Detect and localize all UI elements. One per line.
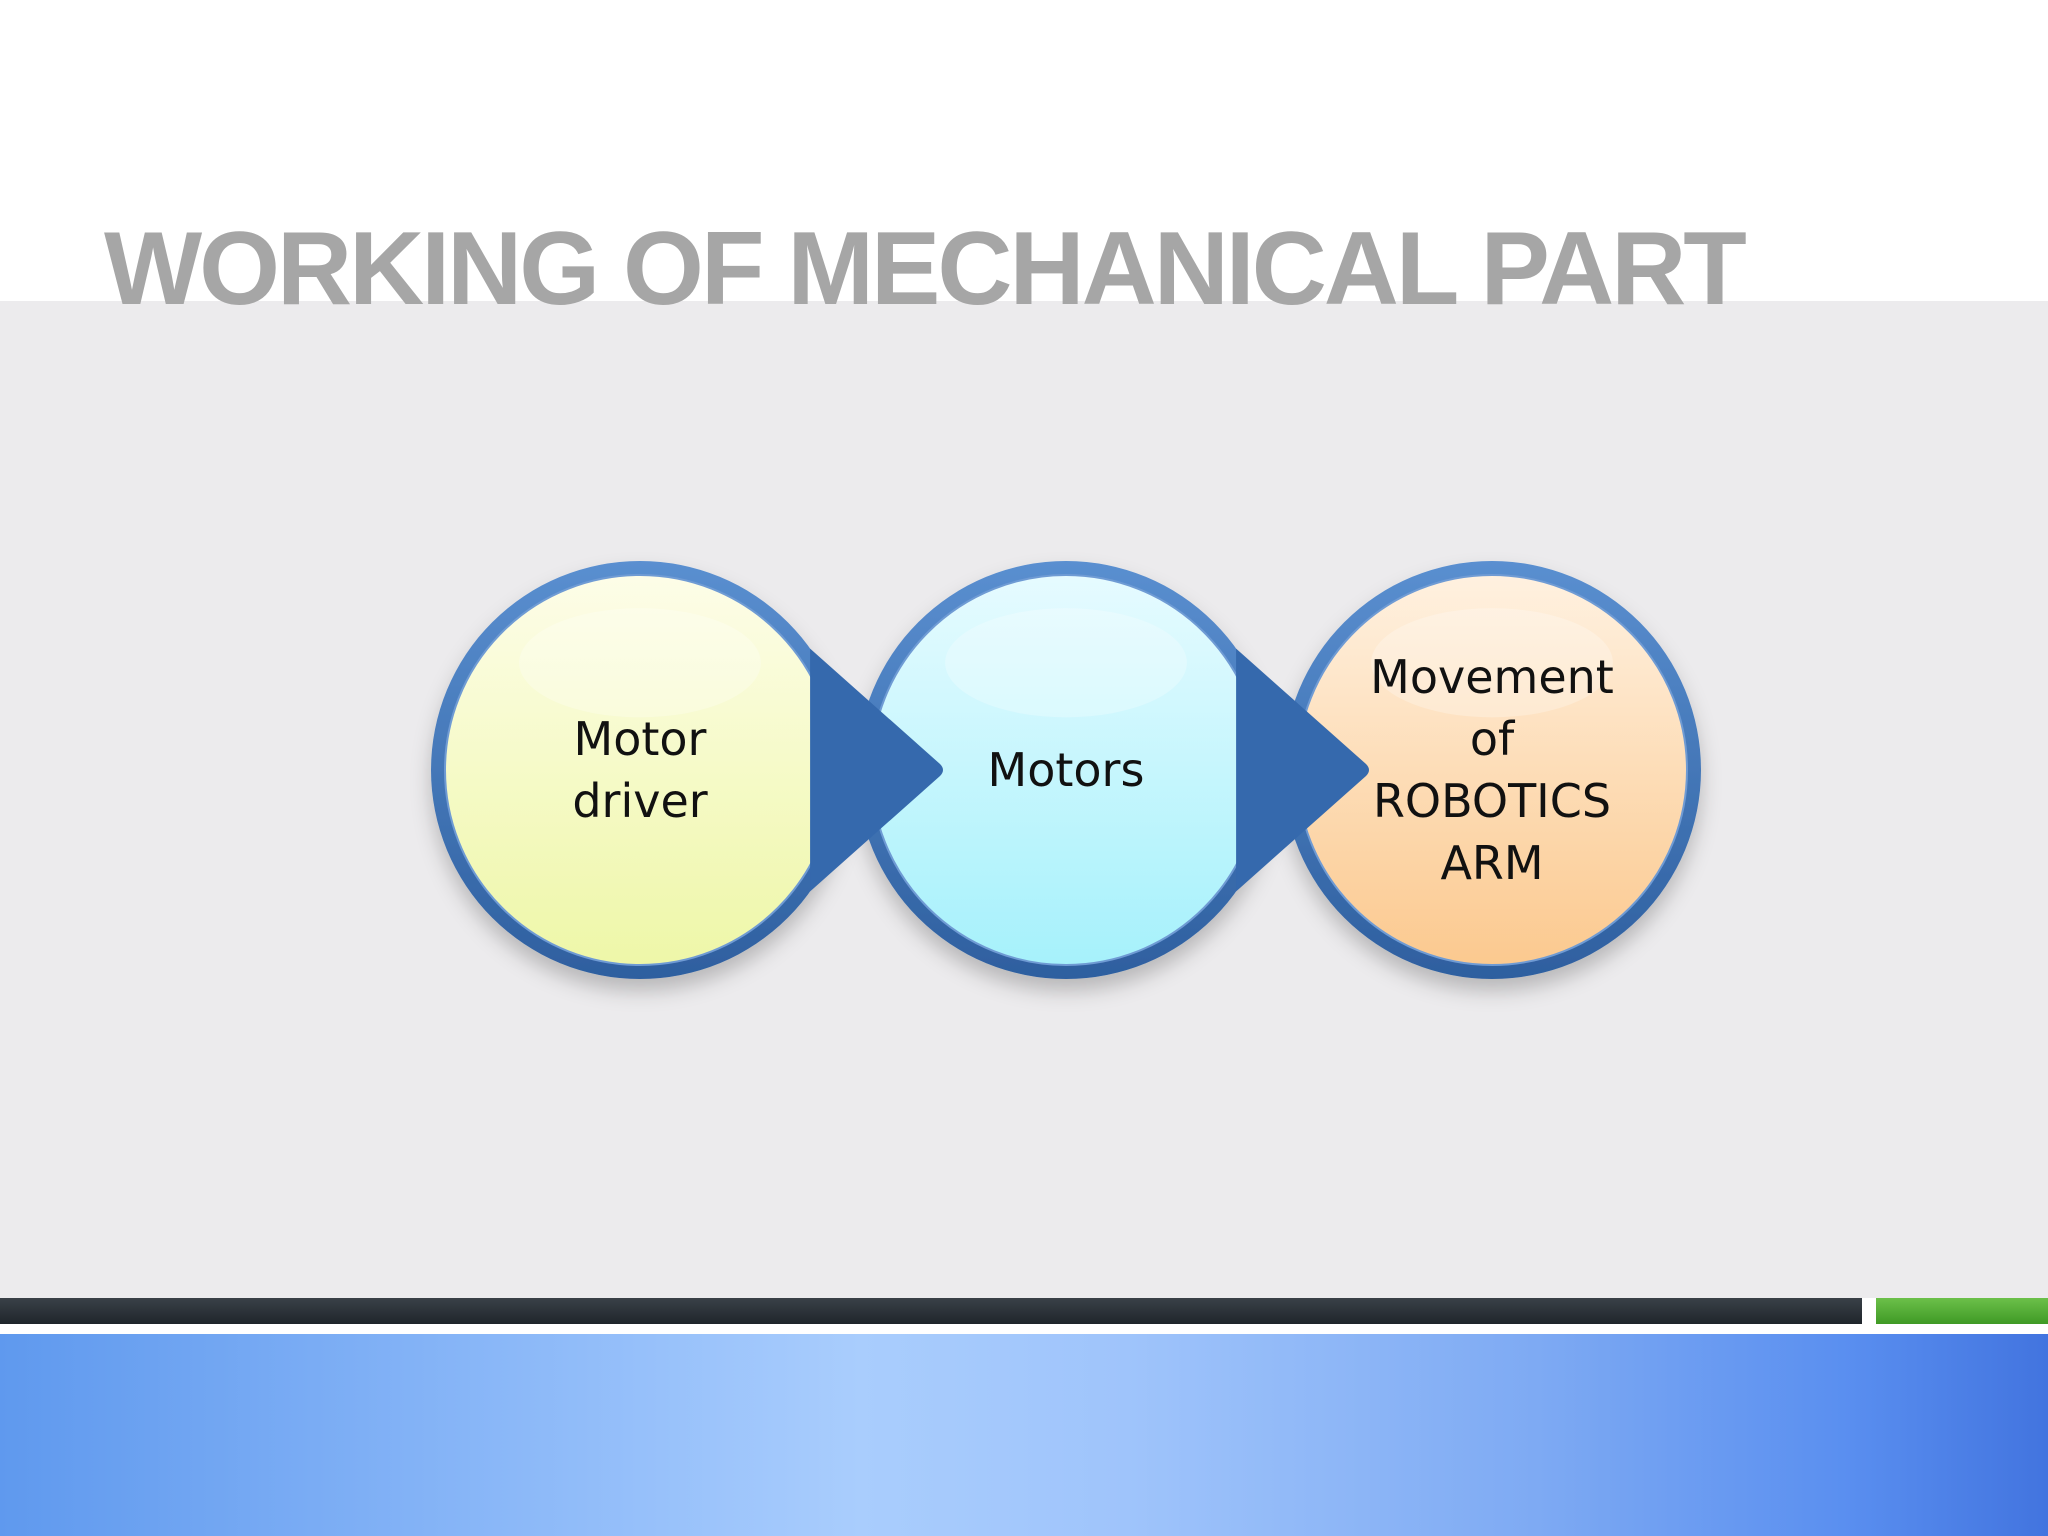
footer-green-accent: [1876, 1298, 2048, 1324]
node-label-line: ARM: [1440, 836, 1543, 890]
node-label-line: Motor: [574, 712, 707, 766]
flow-arrow-icon: [1236, 648, 1369, 892]
footer-blue-band: [0, 1334, 2048, 1536]
flow-arrow-icon: [810, 648, 943, 892]
process-node-3: [1283, 561, 1701, 979]
footer-dark-bar: [0, 1298, 1862, 1324]
node-label-line: Motors: [988, 743, 1145, 797]
node-label-line: Movement: [1370, 650, 1614, 704]
node-label-line: of: [1470, 712, 1516, 766]
process-node-1: [431, 561, 849, 979]
node-highlight: [1371, 608, 1613, 718]
node-label-line: ROBOTICS: [1373, 774, 1611, 828]
process-node-2: [857, 561, 1275, 979]
slide-title: WORKING OF MECHANICAL PART: [104, 211, 1747, 327]
node-highlight: [945, 608, 1187, 718]
node-label-line: driver: [572, 774, 707, 828]
node-label: Motor driver: [572, 712, 707, 828]
footer-divider: [0, 1324, 2048, 1334]
node-highlight: [519, 608, 761, 718]
node-label: Motors: [988, 743, 1145, 797]
